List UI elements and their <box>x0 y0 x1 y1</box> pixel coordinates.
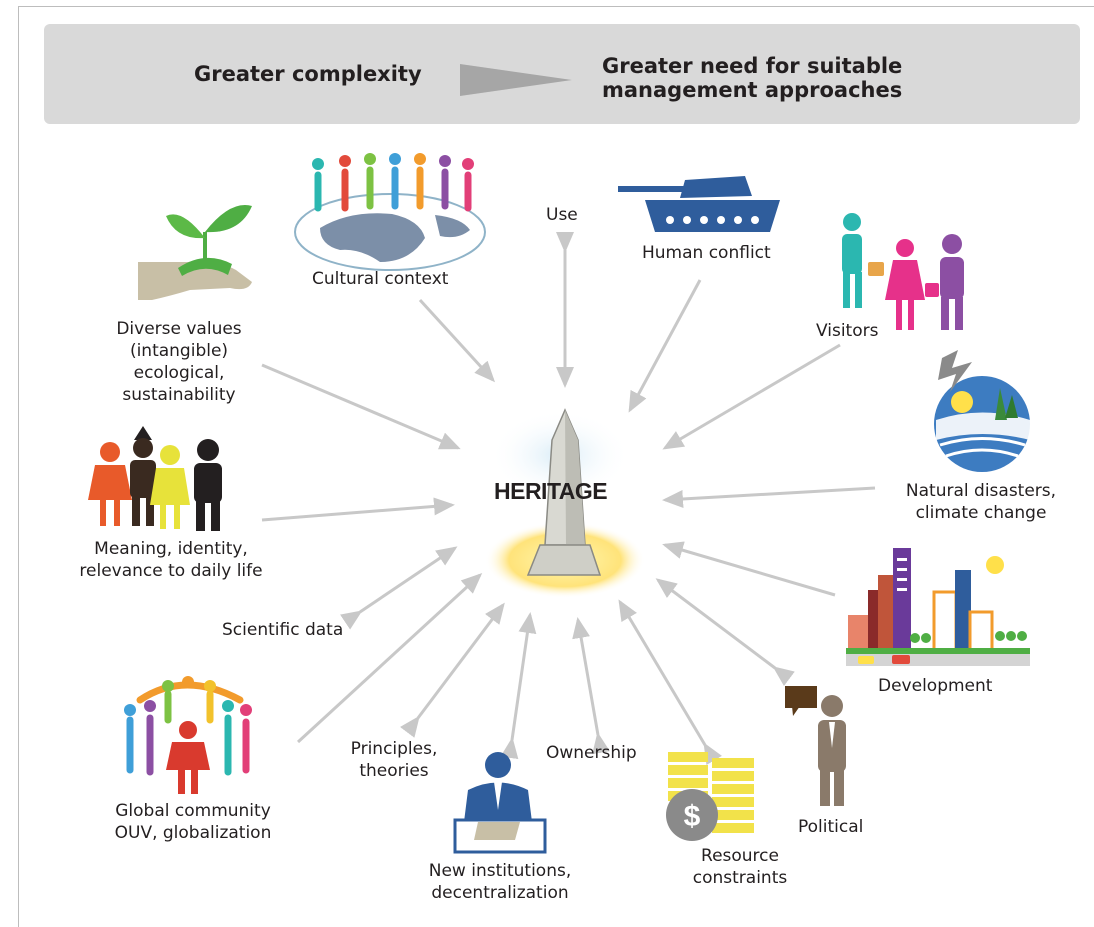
heritage-label: HERITAGE <box>494 478 608 504</box>
tourists-icon <box>842 213 964 330</box>
arrow-development <box>662 541 836 597</box>
arrow-principles <box>399 602 505 738</box>
label-global-community: Global community OUV, globalization <box>114 801 272 843</box>
arrow-diverse-values <box>261 363 461 450</box>
arrows-group <box>261 232 876 766</box>
label-ownership: Ownership <box>546 743 637 763</box>
coins-dollar-icon: $ <box>666 752 754 841</box>
label-scientific-data: Scientific data <box>222 620 344 640</box>
label-principles: Principles, theories <box>350 739 438 781</box>
complexity-banner: Greater complexity Greater need for suit… <box>44 24 1080 124</box>
banner-left-text: Greater complexity <box>194 62 422 86</box>
arrow-meaning-identity <box>261 497 455 522</box>
banner-arrow-icon <box>460 64 572 96</box>
arrow-scientific-data <box>340 546 458 630</box>
label-cultural-context: Cultural context <box>312 269 449 289</box>
banner-right-text: Greater need for suitable management app… <box>602 54 903 102</box>
arrow-political <box>655 578 795 687</box>
globe-with-people-icon <box>294 153 486 271</box>
arrow-natural-disasters <box>662 486 876 508</box>
plant-in-hand-icon <box>138 205 252 300</box>
arrow-cultural-context <box>418 298 496 383</box>
arrow-resource-constraints <box>618 599 722 766</box>
label-use: Use <box>546 205 578 225</box>
svg-text:$: $ <box>684 800 701 833</box>
politician-speech-icon <box>785 686 846 806</box>
arrow-ownership <box>572 617 610 755</box>
label-resource-constraints: Resource constraints <box>692 846 788 888</box>
label-political: Political <box>798 817 864 837</box>
family-icon <box>88 426 222 531</box>
label-new-institutions: New institutions, decentralization <box>428 861 572 903</box>
frame-border-left <box>18 6 19 927</box>
arrow-global-community <box>296 572 483 744</box>
city-skyline-icon <box>846 548 1030 666</box>
label-human-conflict: Human conflict <box>642 243 771 263</box>
arrow-visitors <box>662 343 841 450</box>
person-at-desk-icon <box>453 752 547 854</box>
label-visitors: Visitors <box>816 321 879 341</box>
storm-landscape-icon <box>934 350 1030 472</box>
label-meaning-identity: Meaning, identity, relevance to daily li… <box>79 539 263 581</box>
label-natural-disasters: Natural disasters, climate change <box>905 481 1057 523</box>
people-circle-icon <box>124 676 252 794</box>
label-development: Development <box>878 676 993 696</box>
label-diverse-values: Diverse values (intangible) ecological, … <box>116 319 242 405</box>
arrow-human-conflict <box>628 279 702 413</box>
frame-border-top <box>18 6 1094 7</box>
arrow-new-institutions <box>500 612 537 760</box>
tank-icon <box>618 176 780 232</box>
monument-icon <box>485 408 645 598</box>
